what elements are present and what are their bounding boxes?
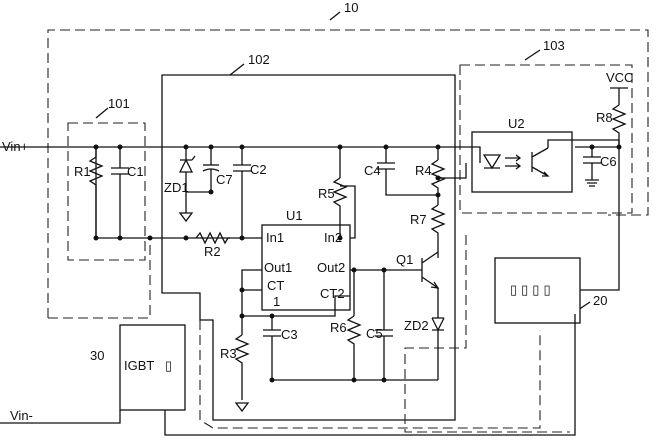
label-r8: R8 (596, 110, 613, 125)
u2-phototransistor (531, 147, 549, 177)
label-q1: Q1 (396, 252, 413, 267)
label-u1: U1 (286, 208, 303, 223)
label-c3: C3 (281, 327, 298, 342)
label-r5: R5 (318, 186, 335, 201)
u2-optocoupler-box (471, 131, 573, 193)
label-ct2: CT2 (320, 286, 345, 301)
label-ct: CT (267, 278, 284, 293)
block-10-outline (47, 29, 649, 318)
gate-dashed-path (48, 240, 151, 319)
zd2-zener (431, 317, 445, 331)
block-102-outline (161, 74, 456, 421)
label-in2: In2 (324, 230, 342, 245)
label-r4: R4 (415, 163, 432, 178)
c6-ground-icon (585, 179, 599, 187)
block-101-leader (95, 107, 109, 119)
label-c1: C1 (127, 164, 144, 179)
feedback-dashed-path (199, 320, 541, 429)
label-igbt: IGBT (124, 358, 154, 373)
zd1-ground-icon (178, 212, 194, 223)
vin-minus-wire (0, 410, 121, 424)
q1-transistor (421, 251, 439, 292)
label-c2: C2 (250, 162, 267, 177)
igbt-glyph: ▯ (165, 358, 172, 373)
u2-led (482, 154, 502, 170)
label-c4: C4 (364, 163, 381, 178)
r7-resistor (430, 204, 446, 258)
label-out2: Out2 (317, 260, 345, 275)
label-in1: In1 (266, 230, 284, 245)
r1-resistor (88, 156, 104, 238)
block-10-leader (329, 11, 341, 21)
igbt-box (119, 324, 186, 411)
label-c5: C5 (366, 326, 383, 341)
block-20-glyphs: ▯▯▯▯ (510, 282, 555, 297)
label-block-103: 103 (543, 38, 565, 53)
block-103-leader (524, 49, 541, 61)
label-out1: Out1 (264, 260, 292, 275)
label-zd2: ZD2 (404, 318, 429, 333)
label-vin-minus: Vin- (10, 408, 33, 423)
label-c6: C6 (600, 154, 617, 169)
junction-dots (93, 144, 622, 383)
label-block-30: 30 (90, 348, 104, 363)
label-vin-plus: Vin+ (2, 139, 28, 154)
label-r6: R6 (330, 320, 347, 335)
r6-resistor (346, 315, 362, 380)
r3-resistor (234, 334, 250, 400)
u2-light-arrows (505, 154, 522, 170)
zd1-zener (178, 155, 196, 173)
label-block-20: 20 (593, 293, 607, 308)
label-c7: C7 (216, 172, 233, 187)
r4-resistor (430, 159, 446, 205)
label-r1: R1 (74, 164, 91, 179)
r8-resistor (611, 104, 627, 147)
label-u2: U2 (508, 116, 525, 131)
label-r7: R7 (410, 212, 427, 227)
label-zd1: ZD1 (164, 180, 189, 195)
r2-resistor (195, 231, 229, 245)
block-101-outline (67, 122, 146, 261)
label-block-10: 10 (344, 0, 358, 15)
label-ct-1: 1 (273, 294, 280, 309)
label-vcc: VCC (606, 70, 633, 85)
label-r3: R3 (220, 346, 237, 361)
r5-resistor (332, 177, 348, 215)
label-r2: R2 (204, 244, 221, 259)
block-20-dashed-link (404, 235, 570, 433)
block-103-outline (459, 64, 633, 214)
r3-ground-icon (234, 402, 250, 413)
label-block-102: 102 (248, 52, 270, 67)
label-block-101: 101 (108, 96, 130, 111)
block-20-box (494, 257, 581, 324)
block-102-leader (229, 63, 245, 76)
